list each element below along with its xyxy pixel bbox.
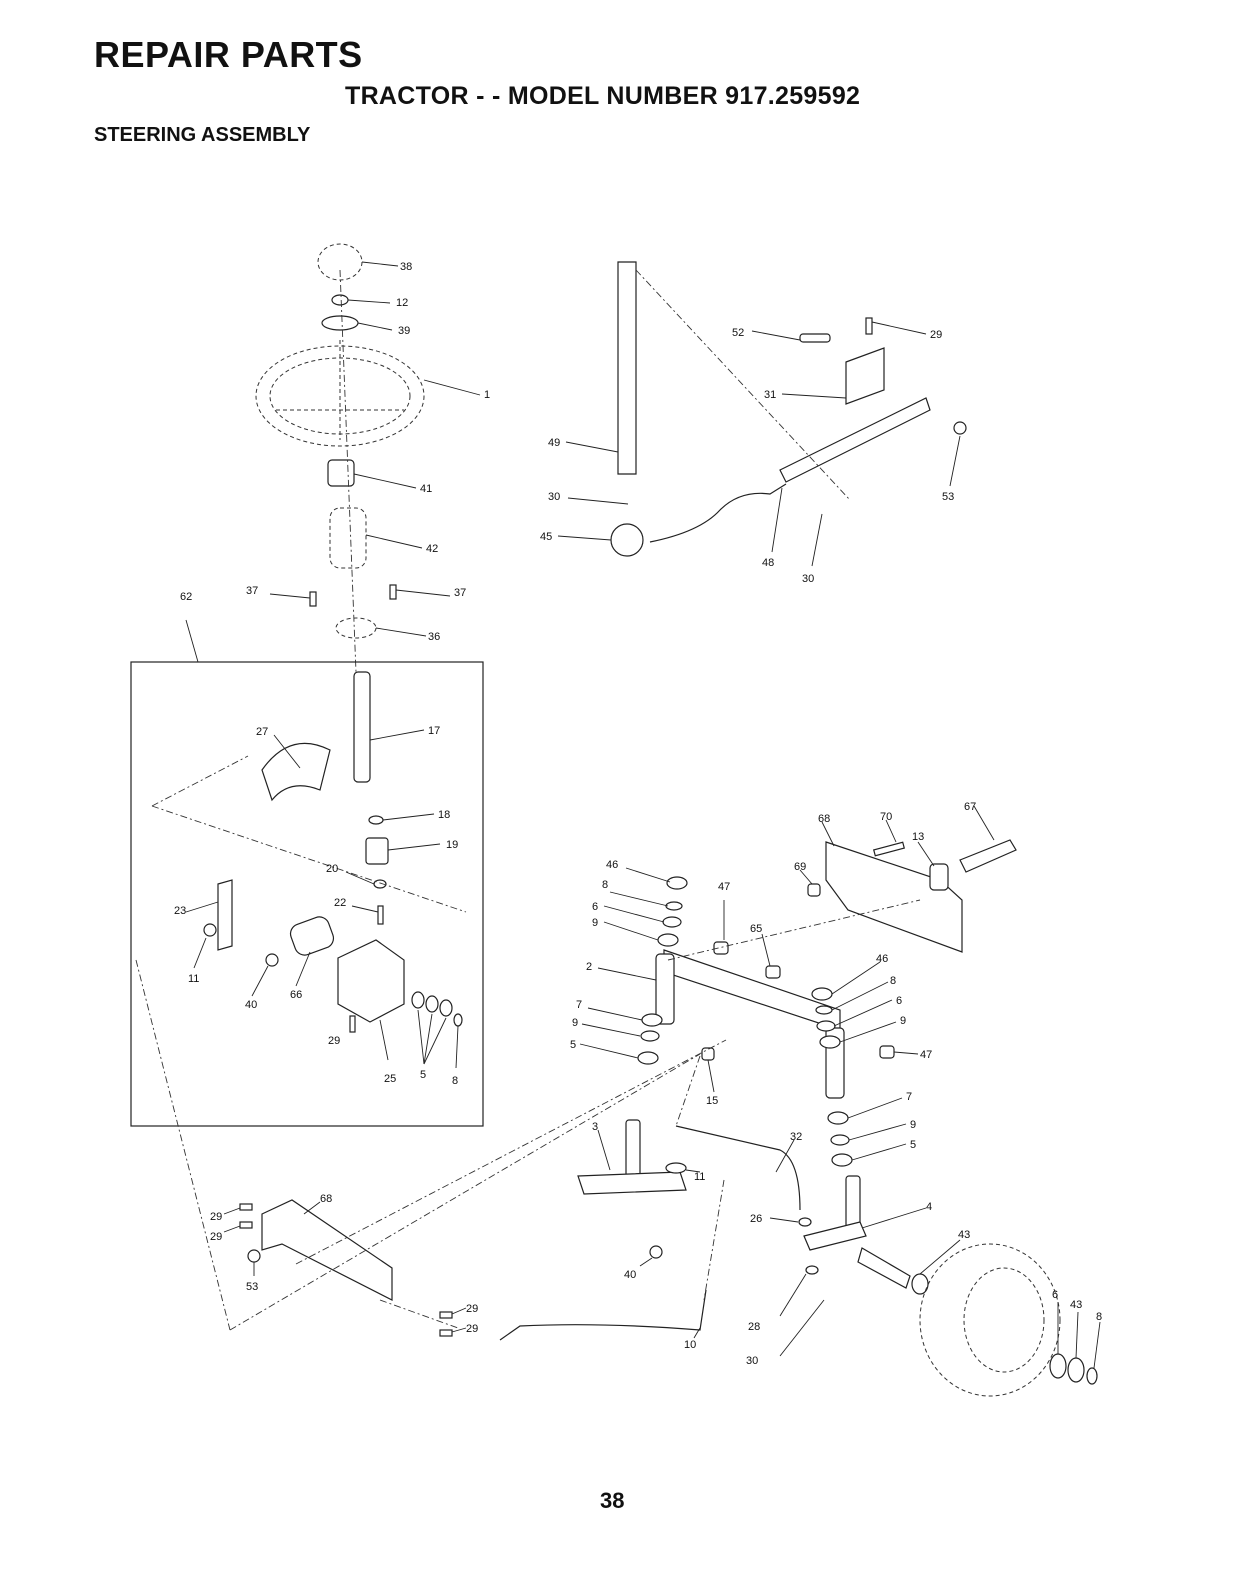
callout: 6 [592,901,598,913]
callout: 15 [706,1095,718,1107]
callout: 40 [245,999,257,1011]
callout: 11 [188,973,199,985]
front-wheel [920,1244,1100,1396]
callout: 69 [794,861,806,873]
callout: 5 [570,1039,576,1051]
axle-bracket-right [800,806,1016,952]
callout: 7 [576,999,582,1011]
page-number: 38 [600,1488,624,1514]
callout: 43 [1070,1299,1082,1311]
callout: 30 [548,491,560,503]
callout: 46 [606,859,618,871]
callout: 43 [958,1229,970,1241]
callout: 49 [548,437,560,449]
callout: 8 [452,1075,458,1087]
axle-bracket-left [224,1200,466,1336]
callout: 8 [602,879,608,891]
callout: 6 [1052,1289,1058,1301]
callout: 36 [428,631,440,643]
callout: 25 [384,1073,396,1085]
callout: 32 [790,1131,802,1143]
steering-column-group [256,244,480,672]
callout: 3 [592,1121,598,1133]
callout: 10 [684,1339,696,1351]
callout: 29 [930,329,942,341]
callout: 29 [466,1303,478,1315]
callout: 11 [694,1171,705,1183]
callout: 52 [732,327,744,339]
callout: 45 [540,531,552,543]
callout: 48 [762,557,774,569]
callout: 46 [876,953,888,965]
drag-link-group [558,262,966,566]
callout: 38 [400,261,412,273]
callout: 20 [326,863,338,875]
callout: 5 [420,1069,426,1081]
callout: 29 [328,1035,340,1047]
callout: 29 [210,1211,222,1223]
callout: 12 [396,297,408,309]
callout: 9 [572,1017,578,1029]
callout: 4 [926,1201,932,1213]
callout: 47 [920,1049,932,1061]
callout: 9 [910,1119,916,1131]
callout: 41 [420,483,432,495]
callout: 13 [912,831,924,843]
callout: 67 [964,801,976,813]
callout: 30 [746,1355,758,1367]
callout: 17 [428,725,440,737]
callout: 37 [454,587,466,599]
callout: 42 [426,543,438,555]
callout: 66 [290,989,302,1001]
callout: 29 [210,1231,222,1243]
callout: 30 [802,573,814,585]
callout: 19 [446,839,458,851]
callout: 1 [484,389,490,401]
callout: 27 [256,726,268,738]
steering-gear-box [131,620,483,1126]
callout: 68 [818,813,830,825]
tie-rod [500,1290,706,1340]
callout: 70 [880,811,892,823]
callout: 22 [334,897,346,909]
callout: 39 [398,325,410,337]
callout: 9 [900,1015,906,1027]
spindle-left [578,1120,800,1266]
callout: 53 [942,491,954,503]
callout: 31 [764,389,776,401]
callout: 62 [180,591,192,603]
callout: 29 [466,1323,478,1335]
callout: 8 [890,975,896,987]
callout: 18 [438,809,450,821]
callout: 6 [896,995,902,1007]
callout: 8 [1096,1311,1102,1323]
callout: 68 [320,1193,332,1205]
callout: 23 [174,905,186,917]
callout: 7 [906,1091,912,1103]
callout: 53 [246,1281,258,1293]
callout: 37 [246,585,258,597]
callout: 28 [748,1321,760,1333]
callout: 2 [586,961,592,973]
callout: 47 [718,881,730,893]
callout: 5 [910,1139,916,1151]
callout: 65 [750,923,762,935]
callout: 40 [624,1269,636,1281]
callout: 26 [750,1213,762,1225]
callout: 9 [592,917,598,929]
